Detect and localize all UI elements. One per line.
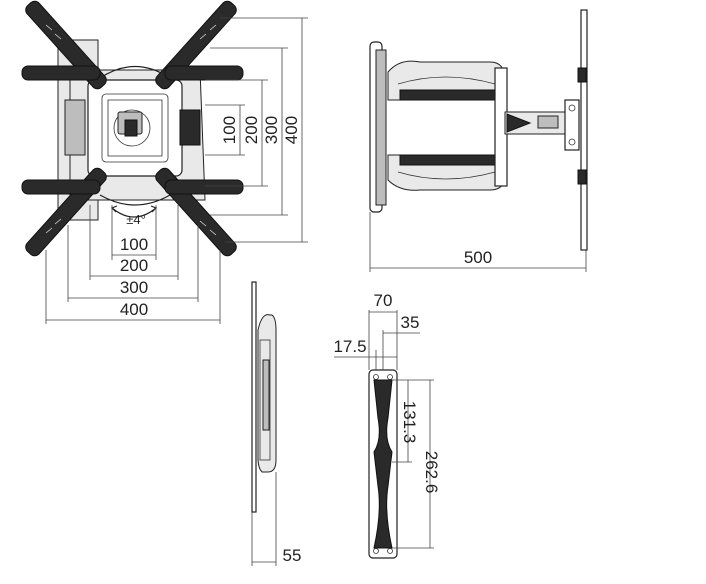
tilt-label: ±4° [126, 212, 146, 227]
retracted-tv-bracket [251, 281, 257, 513]
height-dim-200: 200 [242, 116, 261, 144]
wall-plate-front-view: 70 35 17.5 131.3 262.6 [333, 291, 441, 559]
width-dim-300: 300 [120, 278, 148, 297]
side-tilt-head [564, 99, 580, 151]
bracket-bar-bottom-left [21, 179, 101, 195]
height-dimensions: 100 200 300 400 [205, 17, 308, 243]
bracket-bar-bottom-right [164, 179, 244, 195]
width-dimensions: 100 200 300 400 [45, 205, 221, 324]
bracket-bar-top-right [164, 65, 244, 81]
side-view: 500 [369, 9, 588, 272]
plate-half-height-131-3: 131.3 [400, 401, 419, 444]
plate-offset-17-5: 17.5 [333, 337, 366, 356]
width-dim-400: 400 [120, 300, 148, 319]
plate-width-70: 70 [374, 291, 393, 310]
width-dim-100: 100 [120, 235, 148, 254]
width-dim-200: 200 [120, 256, 148, 275]
depth-dim-55: 55 [283, 546, 302, 565]
side-tv-bracket [580, 9, 588, 251]
retracted-side-view: 55 [251, 281, 302, 566]
height-dim-100: 100 [220, 116, 239, 144]
plate-height-262-6: 262.6 [422, 451, 441, 494]
extension-dim-500: 500 [464, 248, 492, 267]
height-dim-400: 400 [282, 116, 301, 144]
height-dim-300: 300 [262, 116, 281, 144]
plate-half-width-35: 35 [401, 313, 420, 332]
front-view: ±4° 100 200 300 400 100 [21, 0, 308, 324]
bracket-bar-top-left [21, 65, 101, 81]
